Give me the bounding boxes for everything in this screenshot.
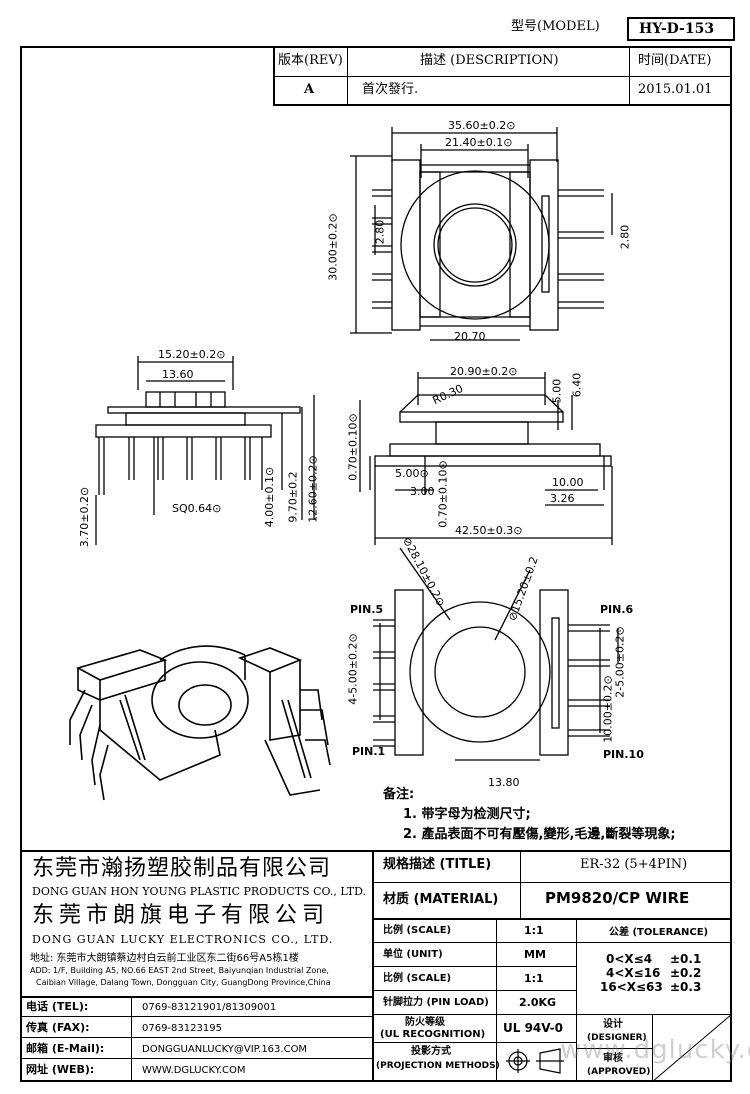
spec-scale-label-1: 比例 (SCALE) [383, 925, 452, 936]
spec-unit-value: MM [524, 948, 546, 961]
contact-email-value[interactable]: DONGGUANLUCKY@VIP.163.COM [142, 1044, 308, 1055]
company-name-cn-2: 东莞市朗旗电子有限公司 [32, 903, 330, 928]
contact-email-label: 邮箱 (E-Mail): [26, 1042, 105, 1055]
dim-front-w3: 10.00 [552, 476, 584, 489]
tolerance-label: 公差 (TOLERANCE) [609, 927, 709, 938]
dim-front-flange: 20.90±0.2⊙ [450, 365, 518, 378]
pin-label-1: PIN.1 [352, 745, 386, 758]
dim-top-width-inner: 21.40±0.1⊙ [445, 136, 513, 149]
company-address-en-2: Caibian Village, Dalang Town, Dongguan C… [36, 978, 331, 987]
designer-label-1: 设计 [603, 1019, 623, 1030]
contact-tel-value[interactable]: 0769-83121901/81309001 [142, 1002, 277, 1013]
company-name-en-2: DONG GUAN LUCKY ELECTRONICS CO., LTD. [32, 933, 334, 946]
front-view [359, 372, 613, 545]
dim-front-w2: 3.00 [410, 485, 435, 498]
top-view [350, 127, 613, 341]
contact-web-label: 网址 (WEB): [26, 1063, 95, 1076]
model-value: HY-D-153 [639, 21, 715, 37]
spec-ul-value: UL 94V-0 [503, 1021, 564, 1035]
contact-tel-label: 电话 (TEL): [26, 1000, 89, 1013]
spec-material-label: 材质 (MATERIAL) [383, 892, 499, 907]
dim-bottom-width: 13.80 [488, 776, 520, 789]
approved-label-1: 审核 [603, 1053, 623, 1064]
pin-label-5: PIN.5 [350, 603, 384, 616]
dim-front-w4: 3.26 [550, 492, 575, 505]
dim-top-bottom-width: 20.70 [454, 330, 486, 343]
tolerance-range-1: 0<X≤4 [606, 952, 653, 966]
pin-label-6: PIN.6 [600, 603, 634, 616]
spec-scale-label-2: 比例 (SCALE) [383, 973, 452, 984]
notes-title: 备注: [383, 787, 415, 802]
rev-value: A [304, 82, 315, 97]
tolerance-range-3: 16<X≤63 [600, 980, 663, 994]
spec-proj-label-1: 投影方式 [411, 1046, 451, 1057]
spec-scale-value-1: 1:1 [524, 924, 544, 937]
date-value: 2015.01.01 [638, 82, 713, 97]
company-address-en-1: ADD: 1/F, Building A5, NO.66 EAST 2nd St… [30, 966, 329, 975]
watermark-text: www.dglucky.com [560, 1035, 750, 1065]
spec-proj-label-2: (PROJECTION METHODS) [376, 1061, 500, 1071]
note-item-1: 1. 带字母为检测尺寸; [403, 807, 531, 822]
note-item-2: 2. 產品表面不可有壓傷,變形,毛邊,斷裂等現象; [403, 827, 676, 842]
contact-web-value[interactable]: WWW.DGLUCKY.COM [142, 1065, 246, 1076]
model-box: HY-D-153 [627, 17, 735, 41]
spec-pinload-value: 2.0KG [519, 996, 557, 1009]
date-header: 时间(DATE) [638, 53, 712, 68]
tolerance-value-2: ±0.2 [670, 966, 702, 980]
spec-ul-label-1: 防火等级 [405, 1017, 445, 1028]
model-label: 型号(MODEL) [511, 19, 600, 34]
company-name-cn-1: 东莞市瀚扬塑胶制品有限公司 [32, 856, 332, 881]
contact-fax-label: 传真 (FAX): [26, 1021, 90, 1034]
spec-material-value: PM9820/CP WIRE [545, 889, 690, 907]
tolerance-value-1: ±0.1 [670, 952, 702, 966]
side-view [95, 356, 315, 545]
dim-side-width-outer: 15.20±0.2⊙ [158, 348, 226, 361]
company-address-cn: 地址: 东莞市大朗镇蔡边村白云前工业区东二街66号A5栋1楼 [30, 953, 299, 964]
spec-title-label: 规格描述 (TITLE) [383, 857, 492, 872]
desc-value: 首次發行. [362, 82, 419, 97]
spec-pinload-label: 针脚拉力 (PIN LOAD) [383, 997, 489, 1008]
company-name-en-1: DONG GUAN HON YOUNG PLASTIC PRODUCTS CO.… [32, 885, 367, 898]
rev-header: 版本(REV) [278, 53, 343, 68]
dim-front-overall: 42.50±0.3⊙ [455, 524, 523, 537]
dim-top-width-outer: 35.60±0.2⊙ [448, 119, 516, 132]
dim-side-width-inner: 13.60 [162, 368, 194, 381]
isometric-view [69, 645, 331, 801]
spec-unit-label: 单位 (UNIT) [383, 949, 443, 960]
bottom-view [373, 547, 619, 761]
dim-front-w1: 5.00⊙ [395, 467, 429, 480]
designer-label-2: (DESIGNER) [587, 1033, 647, 1043]
approved-label-2: (APPROVED) [587, 1067, 651, 1077]
dim-side-pin-square: SQ0.64⊙ [172, 502, 222, 515]
pin-label-10: PIN.10 [603, 748, 644, 761]
desc-header: 描述 (DESCRIPTION) [420, 53, 559, 68]
contact-fax-value[interactable]: 0769-83123195 [142, 1023, 222, 1034]
tolerance-value-3: ±0.3 [670, 980, 702, 994]
tolerance-range-2: 4<X≤16 [606, 966, 661, 980]
spec-scale-value-2: 1:1 [524, 972, 544, 985]
spec-ul-label-2: (UL RECOGNITION) [380, 1029, 486, 1040]
spec-title-value: ER-32 (5+4PIN) [580, 857, 688, 872]
